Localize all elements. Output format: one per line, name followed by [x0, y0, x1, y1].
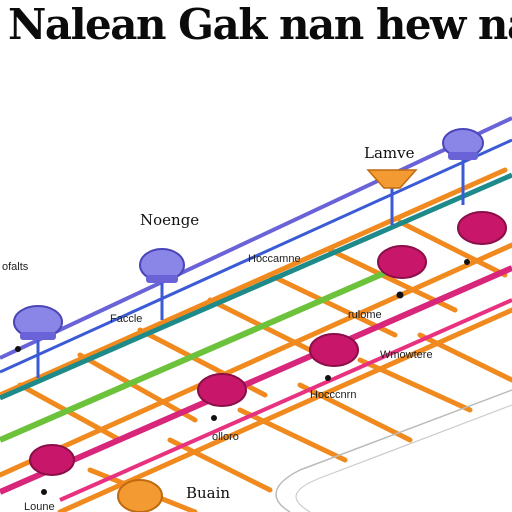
label-wmowtere: Wmowtere — [380, 349, 433, 361]
orange-rung-7 — [397, 219, 508, 278]
label-buain: Buain — [186, 484, 230, 502]
orange-rung-5 — [267, 272, 398, 338]
label-loune: Loune — [24, 501, 55, 512]
orange-rung-2 — [77, 352, 198, 423]
purple-line — [0, 116, 512, 360]
station-node[interactable] — [117, 479, 163, 512]
grey-curve-track-inner — [295, 404, 512, 512]
label-rulome: rulome — [348, 309, 382, 321]
station-marker — [41, 489, 47, 495]
station-marker — [464, 259, 470, 265]
teal-line — [0, 172, 512, 401]
station-marker — [15, 346, 21, 352]
blue-line — [0, 138, 512, 374]
orange-rung-9 — [167, 437, 273, 493]
diagram-title: Nalean Gak nan hew nany — [8, 0, 512, 49]
orange-rung-13 — [417, 332, 512, 383]
station-node-cap — [448, 152, 478, 160]
station-node-cap — [20, 332, 56, 340]
label-hoccamne: Hoccamne — [248, 253, 301, 265]
label-ofalts: ofalts — [2, 261, 29, 273]
orange-rail-lower — [0, 242, 512, 478]
orange-rung-12 — [357, 357, 473, 413]
pink-line — [59, 298, 512, 502]
grey-curve-track — [275, 389, 512, 512]
label-lamve: Lamve — [364, 144, 415, 162]
station-node-lamve[interactable] — [366, 169, 418, 189]
green-line — [0, 259, 412, 443]
station-node[interactable] — [309, 333, 359, 367]
label-hocccnrn: Hocccnrn — [310, 389, 356, 401]
magenta-stations — [29, 211, 507, 476]
orange-rung-11 — [297, 382, 413, 443]
station-markers — [15, 259, 470, 495]
label-faccle: Faccle — [110, 313, 142, 325]
station-node[interactable] — [377, 245, 427, 279]
station-node[interactable] — [197, 373, 247, 407]
station-node[interactable] — [29, 444, 75, 476]
station-marker — [396, 291, 404, 299]
orange-rung-10 — [237, 407, 348, 463]
station-marker — [325, 375, 331, 381]
orange-stations — [117, 169, 418, 512]
station-node-cap — [146, 275, 178, 283]
magenta-line — [0, 265, 512, 495]
purple-stations — [13, 128, 484, 340]
station-node[interactable] — [457, 211, 507, 245]
station-marker — [211, 415, 217, 421]
label-olloro: olloro — [212, 431, 239, 443]
label-noenge: Noenge — [140, 211, 199, 229]
